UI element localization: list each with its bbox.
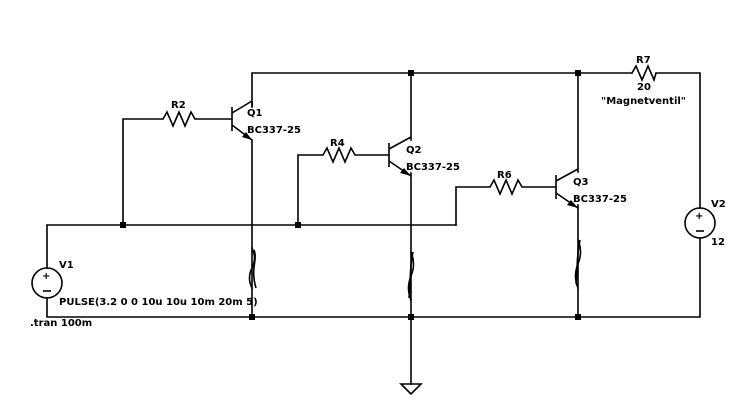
resistor-zigzag <box>489 177 523 197</box>
transistor-collector <box>231 100 253 114</box>
transistor-emitter-arrow <box>400 168 411 176</box>
transistor-q2[interactable]: Q2 BC337-25 <box>388 136 460 177</box>
resistor-zigzag <box>631 63 657 83</box>
junction <box>408 314 414 320</box>
wire-r2-left <box>122 118 164 226</box>
junction <box>249 314 255 320</box>
transistor-collector <box>388 136 412 150</box>
ground-symbol <box>399 383 423 396</box>
resistor-r6[interactable]: R6 <box>489 170 523 197</box>
resistor-r7-note: "Magnetventil" <box>601 96 686 107</box>
wire-r4-left <box>297 154 324 226</box>
junction <box>120 222 126 228</box>
junction <box>575 70 581 76</box>
transistor-q3-label: Q3 <box>573 177 589 188</box>
voltage-source-v2-label: V2 <box>711 199 726 210</box>
junction <box>295 222 301 228</box>
wire-r6-left <box>455 186 491 226</box>
plus-sign: + <box>42 271 50 282</box>
resistor-r4-label: R4 <box>330 138 345 149</box>
wire-v1-bottom <box>46 237 701 318</box>
wire-top-rail <box>251 72 633 108</box>
transistor-q3-model: BC337-25 <box>573 194 627 205</box>
transistor-q1[interactable]: Q1 BC337-25 <box>231 100 301 141</box>
junctions <box>120 70 581 320</box>
transistor-q2-model: BC337-25 <box>406 162 460 173</box>
plus-sign: + <box>695 211 703 222</box>
wire-top-rail-right <box>655 72 701 209</box>
wires <box>46 72 701 385</box>
voltage-source-body <box>31 267 63 299</box>
resistor-r7-value: 20 <box>637 82 651 93</box>
crossover-q1 <box>248 246 256 290</box>
transistor-q1-model: BC337-25 <box>247 125 301 136</box>
crossover-q2-line <box>408 251 414 299</box>
junction <box>408 70 414 76</box>
voltage-source-v2-value: 12 <box>711 237 725 248</box>
voltage-source-v1-value: PULSE(3.2 0 0 10u 10u 10m 20m 5) <box>59 297 258 308</box>
wire-input-bus <box>46 224 457 269</box>
transistor-q2-label: Q2 <box>406 145 422 156</box>
resistor-r4[interactable]: R4 <box>322 138 356 165</box>
crossover-q1-line <box>252 249 257 289</box>
resistor-zigzag <box>322 145 356 165</box>
crossover-q3-line <box>575 239 581 285</box>
transistor-emitter-arrow <box>567 200 578 208</box>
voltage-source-body <box>684 207 716 239</box>
tran-directive[interactable]: .tran 100m <box>30 318 92 329</box>
resistor-r6-label: R6 <box>497 170 512 181</box>
resistor-r7-label: R7 <box>636 55 651 66</box>
resistor-r2[interactable]: R2 <box>162 100 196 129</box>
transistor-collector <box>555 168 579 182</box>
wire-crossovers <box>248 238 582 302</box>
junction <box>575 314 581 320</box>
resistor-r2-label: R2 <box>171 100 186 111</box>
transistor-emitter-arrow <box>242 132 252 140</box>
voltage-source-v1[interactable]: + V1 PULSE(3.2 0 0 10u 10u 10m 20m 5) <box>31 260 258 308</box>
transistor-q3[interactable]: Q3 BC337-25 <box>555 168 627 209</box>
resistor-r7[interactable]: R7 20 "Magnetventil" <box>601 55 686 107</box>
ground-triangle <box>399 383 423 396</box>
voltage-source-v1-label: V1 <box>59 260 74 271</box>
transistor-q1-label: Q1 <box>247 108 263 119</box>
voltage-source-v2[interactable]: + V2 12 <box>684 199 726 248</box>
resistor-zigzag <box>162 109 196 129</box>
